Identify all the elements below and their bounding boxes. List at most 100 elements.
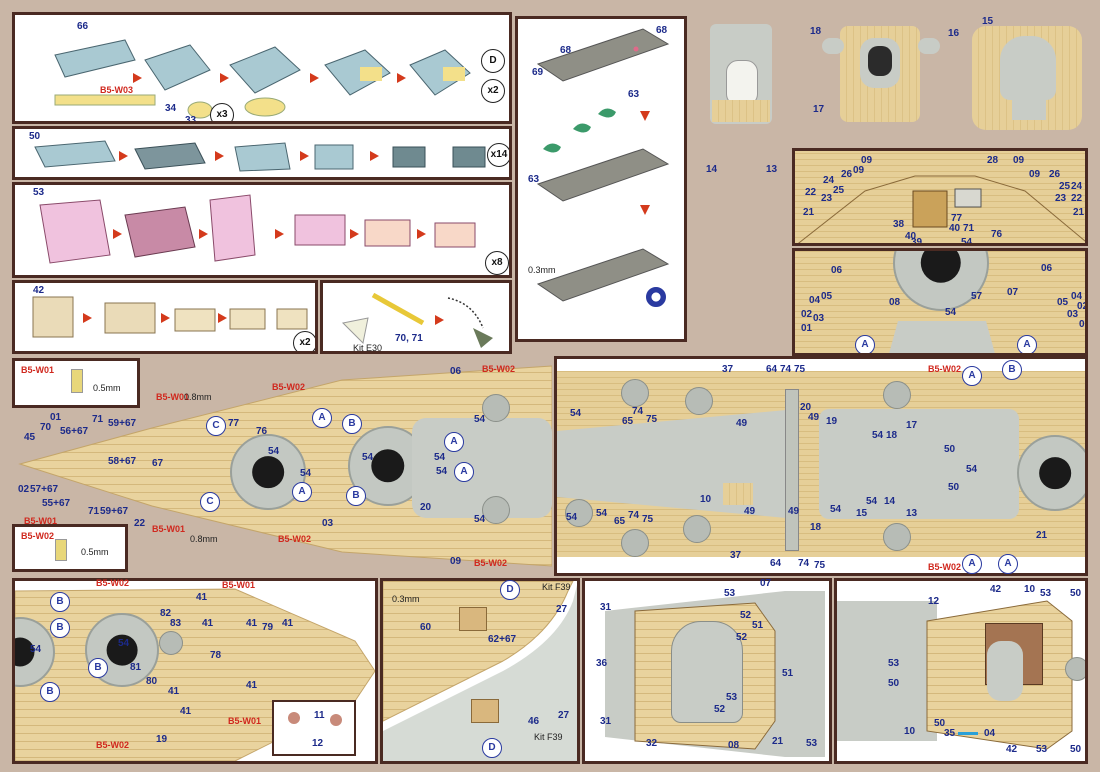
size-label: 0.8mm	[190, 534, 218, 544]
ref-b5-w01: B5-W01	[21, 365, 55, 375]
part-label: 41	[168, 686, 180, 697]
small-turret-icon	[883, 381, 911, 409]
part-14-label: 14	[706, 164, 718, 175]
part-label: 75	[642, 514, 654, 525]
inset-b5-w01: B5-W01 0.5mm	[12, 358, 140, 408]
marker-d: D	[500, 580, 520, 600]
part-label: 65	[614, 516, 626, 527]
bow-label: 71	[963, 223, 975, 234]
stern-label: 06	[831, 265, 843, 276]
bow-label: 21	[803, 207, 815, 218]
kit-label: Kit F39	[534, 732, 563, 742]
count-x2: x2	[481, 79, 505, 103]
part-label: 53	[888, 658, 900, 669]
bottom-deck-panel-3	[582, 578, 832, 764]
small-turret-icon	[159, 631, 183, 655]
step-arrow	[218, 313, 227, 323]
part-label: 54	[118, 638, 130, 649]
stern-label: 05	[821, 291, 833, 302]
part-label: 74	[628, 510, 640, 521]
marker-b: B	[40, 682, 60, 702]
pink-locker-illustration	[39, 194, 476, 264]
deck-house	[887, 321, 997, 353]
stanchion-icon	[71, 369, 83, 393]
part-label: 20	[800, 402, 812, 413]
ref-label: B5-W02	[96, 740, 130, 750]
step-arrow	[310, 73, 319, 83]
part-label: 74	[780, 364, 792, 375]
part-label: 75	[646, 414, 658, 425]
anchor-housing	[459, 607, 487, 631]
bow-label: 22	[805, 187, 817, 198]
stern-label: 01	[801, 323, 813, 334]
part-label: 12	[928, 596, 940, 607]
kit-label: Kit F39	[542, 582, 571, 592]
part-label: 71	[88, 506, 100, 517]
part-label: 74	[798, 558, 810, 569]
part-label: 41	[246, 618, 258, 629]
part-label: 77	[228, 418, 240, 429]
bottom-deck-panel-4	[834, 578, 1088, 764]
step-arrow	[435, 315, 444, 325]
turret-icon	[1017, 435, 1085, 511]
step-panel-deck-strip: 68 68 69 63 63 0.3mm	[515, 16, 687, 342]
marker-a: A	[962, 366, 982, 386]
part-label: 01	[50, 412, 62, 423]
part-label: 27	[558, 710, 570, 721]
part-label: 58+67	[108, 456, 137, 467]
part-15-label: 15	[982, 16, 994, 27]
part-label: 37	[722, 364, 734, 375]
part-label: 50	[934, 718, 946, 729]
marker-a: A	[444, 432, 464, 452]
part-label: 08	[728, 740, 740, 751]
part-label: 53	[726, 692, 738, 703]
step-arrow	[417, 229, 426, 239]
anchor-housing	[471, 699, 499, 723]
bow-label: 40	[949, 223, 961, 234]
ref-label: B5-W01	[222, 580, 256, 590]
part-68-label: 68	[656, 25, 668, 36]
marker-a: B	[1002, 360, 1022, 380]
aft-superstructure-outline	[837, 600, 1073, 750]
part-label: 02	[18, 484, 30, 495]
stern-label: 02	[1077, 301, 1088, 312]
step-arrow	[640, 205, 650, 215]
part-label: 54	[474, 414, 486, 425]
part-label: 49	[788, 506, 800, 517]
step-arrow	[113, 229, 122, 239]
part-70-71-label: 70, 71	[395, 333, 423, 344]
marker-d: D	[481, 49, 505, 73]
marker-b: B	[50, 592, 70, 612]
superstructure-base-aft	[819, 409, 1019, 519]
step-arrow	[397, 73, 406, 83]
marker-a: A	[962, 554, 982, 574]
frame-illustration	[54, 39, 471, 119]
part-label: 76	[256, 426, 268, 437]
part-label: 41	[202, 618, 214, 629]
size-label: 0.5mm	[93, 383, 121, 393]
bow-label: 25	[1059, 181, 1071, 192]
part-label: 18	[810, 522, 822, 533]
bottom-deck-panel-2-bow	[380, 578, 580, 764]
stanchion-icon	[55, 539, 67, 561]
ref-label: B5-W01	[156, 392, 190, 402]
small-turret-icon	[683, 515, 711, 543]
step-arrow	[300, 151, 309, 161]
part-label: 18	[886, 430, 898, 441]
stern-label: 54	[945, 307, 957, 318]
part-label: 64	[766, 364, 778, 375]
part-label: 52	[736, 632, 748, 643]
part-label: 51	[782, 668, 794, 679]
size-label: 0.8mm	[184, 392, 212, 402]
ref-label: B5-W02	[278, 534, 312, 544]
bow-label: 21	[1073, 207, 1085, 218]
part-label: 80	[146, 676, 158, 687]
part-label: 67	[152, 458, 164, 469]
step-panel-locker-50: 50 x14	[12, 126, 512, 180]
part-label: 78	[210, 650, 222, 661]
part-label: 53	[1036, 744, 1048, 755]
part-label: 60	[420, 622, 432, 633]
thickness-label: 0.3mm	[528, 265, 556, 275]
marker-a: A	[454, 462, 474, 482]
part-18-label: 18	[810, 26, 822, 37]
